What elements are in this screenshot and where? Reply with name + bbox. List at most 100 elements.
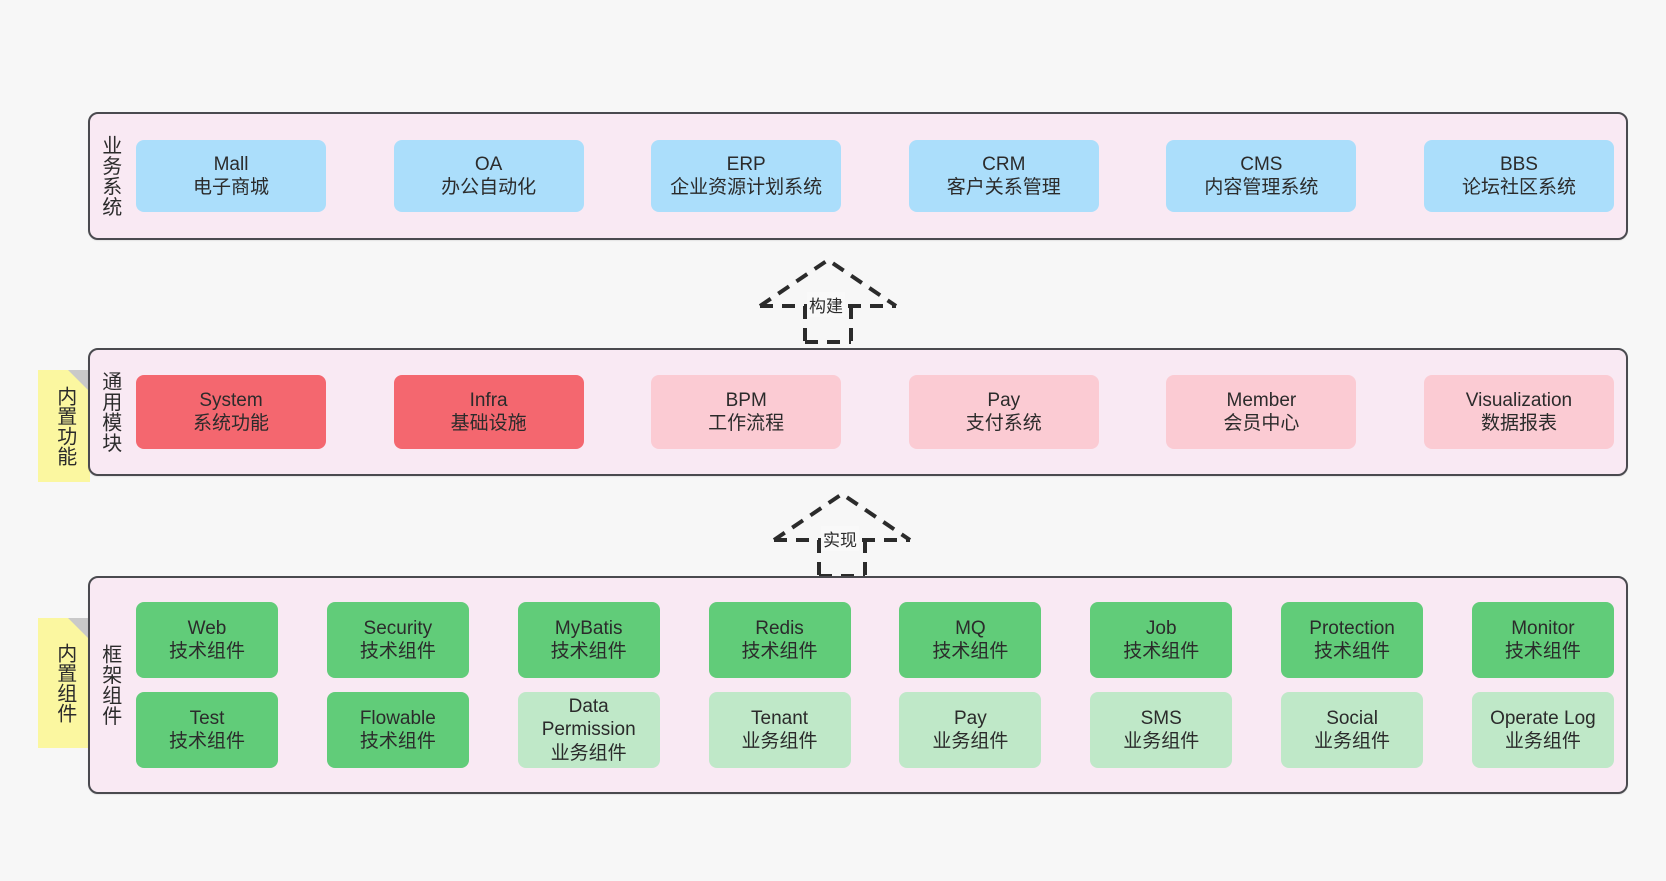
card-title: Flowable <box>359 707 436 729</box>
card-subtitle: 业务组件 <box>1504 731 1581 752</box>
card-subtitle: 论坛社区系统 <box>1461 177 1576 198</box>
card-subtitle: 支付系统 <box>965 413 1042 434</box>
card-title: CRM <box>982 153 1026 175</box>
card-monitor[interactable]: Monitor 技术组件 <box>1471 602 1614 678</box>
card-data-permission[interactable]: Data Permission 业务组件 <box>517 692 660 768</box>
card-title: Data Permission <box>541 696 636 741</box>
card-subtitle: 技术组件 <box>359 641 436 662</box>
card-subtitle: 技术组件 <box>168 641 245 662</box>
card-mall[interactable]: Mall 电子商城 <box>136 140 326 212</box>
card-pay-module[interactable]: Pay 支付系统 <box>908 375 1099 449</box>
card-title: Web <box>187 617 227 639</box>
card-title: MQ <box>955 617 986 639</box>
card-title: Operate Log <box>1490 707 1596 729</box>
card-tenant[interactable]: Tenant 业务组件 <box>708 692 851 768</box>
card-crm[interactable]: CRM 客户关系管理 <box>908 140 1099 212</box>
card-erp[interactable]: ERP 企业资源计划系统 <box>651 140 842 212</box>
card-subtitle: 企业资源计划系统 <box>670 177 823 198</box>
card-bpm[interactable]: BPM 工作流程 <box>651 375 842 449</box>
card-subtitle: 内容管理系统 <box>1204 177 1319 198</box>
layer-title-common-module: 通用模块 <box>98 371 121 453</box>
card-protection[interactable]: Protection 技术组件 <box>1281 602 1424 678</box>
card-title: Infra <box>469 389 508 411</box>
layer-body-framework-component: Web 技术组件 Security 技术组件 MyBatis 技术组件 Redi… <box>128 578 1626 792</box>
card-member[interactable]: Member 会员中心 <box>1166 375 1357 449</box>
card-subtitle: 业务组件 <box>1123 731 1200 752</box>
sticky-note-label: 内置功能 <box>53 386 76 466</box>
card-subtitle: 业务组件 <box>550 742 627 764</box>
card-redis[interactable]: Redis 技术组件 <box>708 602 851 678</box>
card-title: System <box>199 389 263 411</box>
layer-panel-business: 业务系统 Mall 电子商城 OA 办公自动化 ERP 企业资源计划系统 CRM… <box>88 112 1628 240</box>
card-system[interactable]: System 系统功能 <box>136 375 326 449</box>
connector-implement: 实现 <box>772 490 912 578</box>
card-title: ERP <box>726 153 766 175</box>
card-web[interactable]: Web 技术组件 <box>136 602 278 678</box>
card-title: Test <box>189 707 225 729</box>
card-row: System 系统功能 Infra 基础设施 BPM 工作流程 Pay 支付系统… <box>136 375 1614 449</box>
card-subtitle: 技术组件 <box>1314 641 1391 662</box>
card-title: Member <box>1226 389 1297 411</box>
layer-panel-common-module: 通用模块 System 系统功能 Infra 基础设施 BPM 工作流程 Pay… <box>88 348 1628 476</box>
card-operate-log[interactable]: Operate Log 业务组件 <box>1471 692 1614 768</box>
card-subtitle: 系统功能 <box>192 413 269 434</box>
card-title: OA <box>474 153 503 175</box>
card-title: Protection <box>1309 617 1395 639</box>
layer-body-business: Mall 电子商城 OA 办公自动化 ERP 企业资源计划系统 CRM 客户关系… <box>128 114 1626 238</box>
card-subtitle: 工作流程 <box>708 413 785 434</box>
card-job[interactable]: Job 技术组件 <box>1090 602 1233 678</box>
card-subtitle: 业务组件 <box>932 731 1009 752</box>
card-subtitle: 办公自动化 <box>441 177 537 198</box>
card-title: BBS <box>1499 153 1538 175</box>
card-infra[interactable]: Infra 基础设施 <box>393 375 584 449</box>
card-subtitle: 业务组件 <box>741 731 818 752</box>
card-mq[interactable]: MQ 技术组件 <box>899 602 1042 678</box>
card-title: Visualization <box>1465 389 1573 411</box>
card-sms[interactable]: SMS 业务组件 <box>1090 692 1233 768</box>
card-subtitle: 会员中心 <box>1223 413 1300 434</box>
card-title: CMS <box>1240 153 1283 175</box>
layer-panel-framework-component: 框架组件 Web 技术组件 Security 技术组件 MyBatis 技术组件… <box>88 576 1628 794</box>
card-subtitle: 基础设施 <box>450 413 527 434</box>
note-fold-corner-icon <box>68 370 90 392</box>
layer-title-framework-component: 框架组件 <box>98 644 121 726</box>
card-subtitle: 技术组件 <box>1504 641 1581 662</box>
card-visualization[interactable]: Visualization 数据报表 <box>1423 375 1614 449</box>
card-row: Web 技术组件 Security 技术组件 MyBatis 技术组件 Redi… <box>136 602 1614 678</box>
card-subtitle: 技术组件 <box>1123 641 1200 662</box>
card-flowable[interactable]: Flowable 技术组件 <box>326 692 469 768</box>
card-title: Monitor <box>1511 617 1575 639</box>
card-title: Mall <box>213 153 249 175</box>
card-pay-component[interactable]: Pay 业务组件 <box>899 692 1042 768</box>
card-subtitle: 技术组件 <box>741 641 818 662</box>
card-subtitle: 技术组件 <box>550 641 627 662</box>
card-social[interactable]: Social 业务组件 <box>1281 692 1424 768</box>
card-row: Mall 电子商城 OA 办公自动化 ERP 企业资源计划系统 CRM 客户关系… <box>136 140 1614 212</box>
sticky-note-builtin-component: 内置组件 <box>38 618 90 748</box>
card-title: Tenant <box>751 707 809 729</box>
layer-body-common-module: System 系统功能 Infra 基础设施 BPM 工作流程 Pay 支付系统… <box>128 350 1626 474</box>
sticky-note-label: 内置组件 <box>53 643 76 723</box>
card-title: Pay <box>987 389 1021 411</box>
card-test[interactable]: Test 技术组件 <box>136 692 278 768</box>
connector-build: 构建 <box>758 256 898 344</box>
card-subtitle: 技术组件 <box>359 731 436 752</box>
card-title: Redis <box>755 617 804 639</box>
card-title: MyBatis <box>554 617 623 639</box>
card-oa[interactable]: OA 办公自动化 <box>393 140 584 212</box>
card-security[interactable]: Security 技术组件 <box>326 602 469 678</box>
layer-title-business: 业务系统 <box>98 135 121 217</box>
card-title: Security <box>363 617 433 639</box>
connector-implement-label: 实现 <box>821 526 859 551</box>
card-title: Pay <box>954 707 987 729</box>
card-bbs[interactable]: BBS 论坛社区系统 <box>1423 140 1614 212</box>
card-cms[interactable]: CMS 内容管理系统 <box>1166 140 1357 212</box>
card-subtitle: 技术组件 <box>932 641 1009 662</box>
card-mybatis[interactable]: MyBatis 技术组件 <box>517 602 660 678</box>
card-subtitle: 客户关系管理 <box>946 177 1061 198</box>
card-row: Test 技术组件 Flowable 技术组件 Data Permission … <box>136 692 1614 768</box>
card-subtitle: 技术组件 <box>168 731 245 752</box>
card-title: Job <box>1145 617 1177 639</box>
card-subtitle: 业务组件 <box>1314 731 1391 752</box>
